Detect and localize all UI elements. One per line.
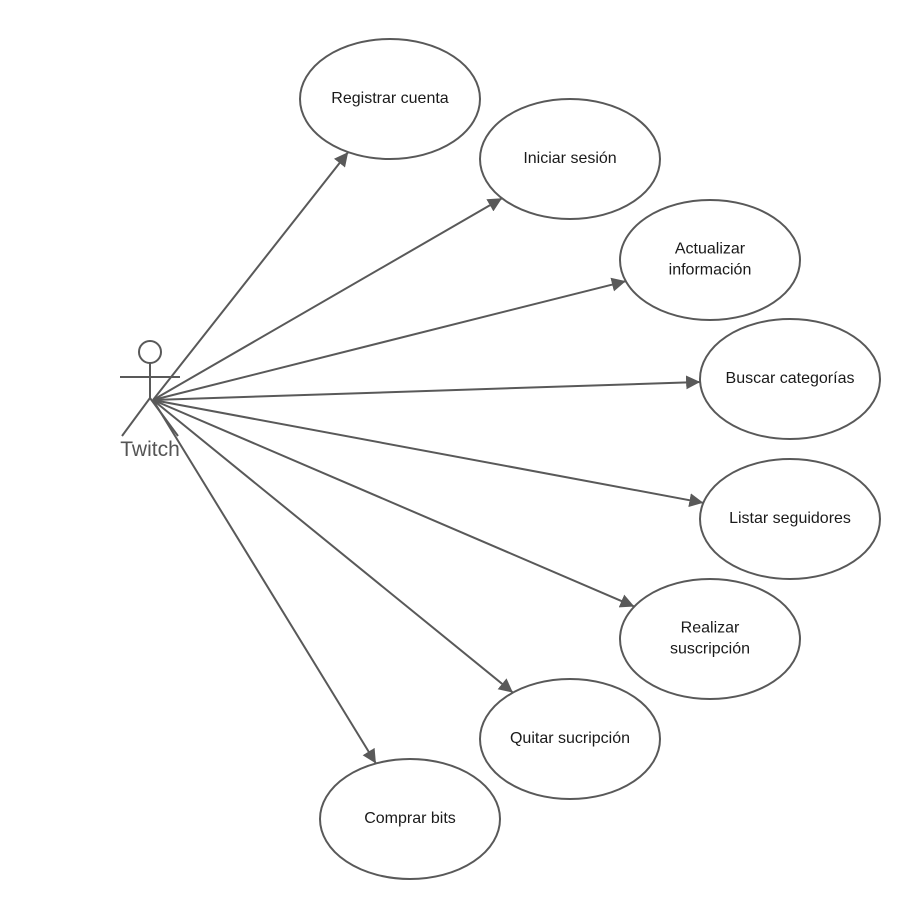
association-arrow-registrar-cuenta (152, 151, 349, 401)
use-case-ellipse (619, 578, 801, 700)
use-case-label: Actualizar (675, 241, 746, 258)
use-case-ellipse (699, 318, 881, 440)
use-case-label: Listar seguidores (729, 510, 851, 527)
use-case-registrar-cuenta[interactable]: Registrar cuenta (299, 38, 481, 160)
use-case-buscar-categorias[interactable]: Buscar categorías (699, 318, 881, 440)
use-case-label: Comprar bits (364, 810, 456, 827)
use-case-ellipse (479, 98, 661, 220)
association-arrow-quitar-sucripcion (152, 399, 514, 694)
use-case-label: Realizar (681, 620, 740, 637)
use-case-realizar-suscripcion[interactable]: Realizar suscripción (619, 578, 801, 700)
use-case-ellipse (319, 758, 501, 880)
actor-left-leg (121, 397, 151, 437)
use-case-actualizar-informacion[interactable]: Actualizar información (619, 199, 801, 321)
association-arrow-listar-seguidores (152, 399, 704, 508)
use-case-quitar-sucripcion[interactable]: Quitar sucripción (479, 678, 661, 800)
association-arrow-actualizar-informacion (152, 277, 627, 401)
use-case-ellipse (299, 38, 481, 160)
association-arrow-realizar-suscripcion (152, 399, 635, 608)
actor-label: Twitch (120, 438, 180, 461)
use-case-iniciar-sesion[interactable]: Iniciar sesión (479, 98, 661, 220)
associations (152, 151, 704, 764)
association-arrow-iniciar-sesion (152, 197, 503, 401)
association-arrow-comprar-bits (152, 399, 377, 764)
use-case-label: Quitar sucripción (510, 730, 630, 747)
use-case-ellipse (699, 458, 881, 580)
use-case-comprar-bits[interactable]: Comprar bits (319, 758, 501, 880)
actor-twitch[interactable]: Twitch (120, 340, 180, 461)
use-case-ellipse (479, 678, 661, 800)
actor-right-leg (149, 397, 179, 437)
use-case-label: suscripción (670, 641, 750, 658)
use-case-ellipse (619, 199, 801, 321)
association-arrow-buscar-categorias (152, 375, 701, 401)
use-case-label: Iniciar sesión (523, 150, 616, 167)
use-case-label: información (669, 262, 752, 279)
use-case-label: Buscar categorías (726, 370, 855, 387)
use-case-label: Registrar cuenta (331, 90, 448, 107)
actor-head (138, 340, 162, 364)
use-case-listar-seguidores[interactable]: Listar seguidores (699, 458, 881, 580)
